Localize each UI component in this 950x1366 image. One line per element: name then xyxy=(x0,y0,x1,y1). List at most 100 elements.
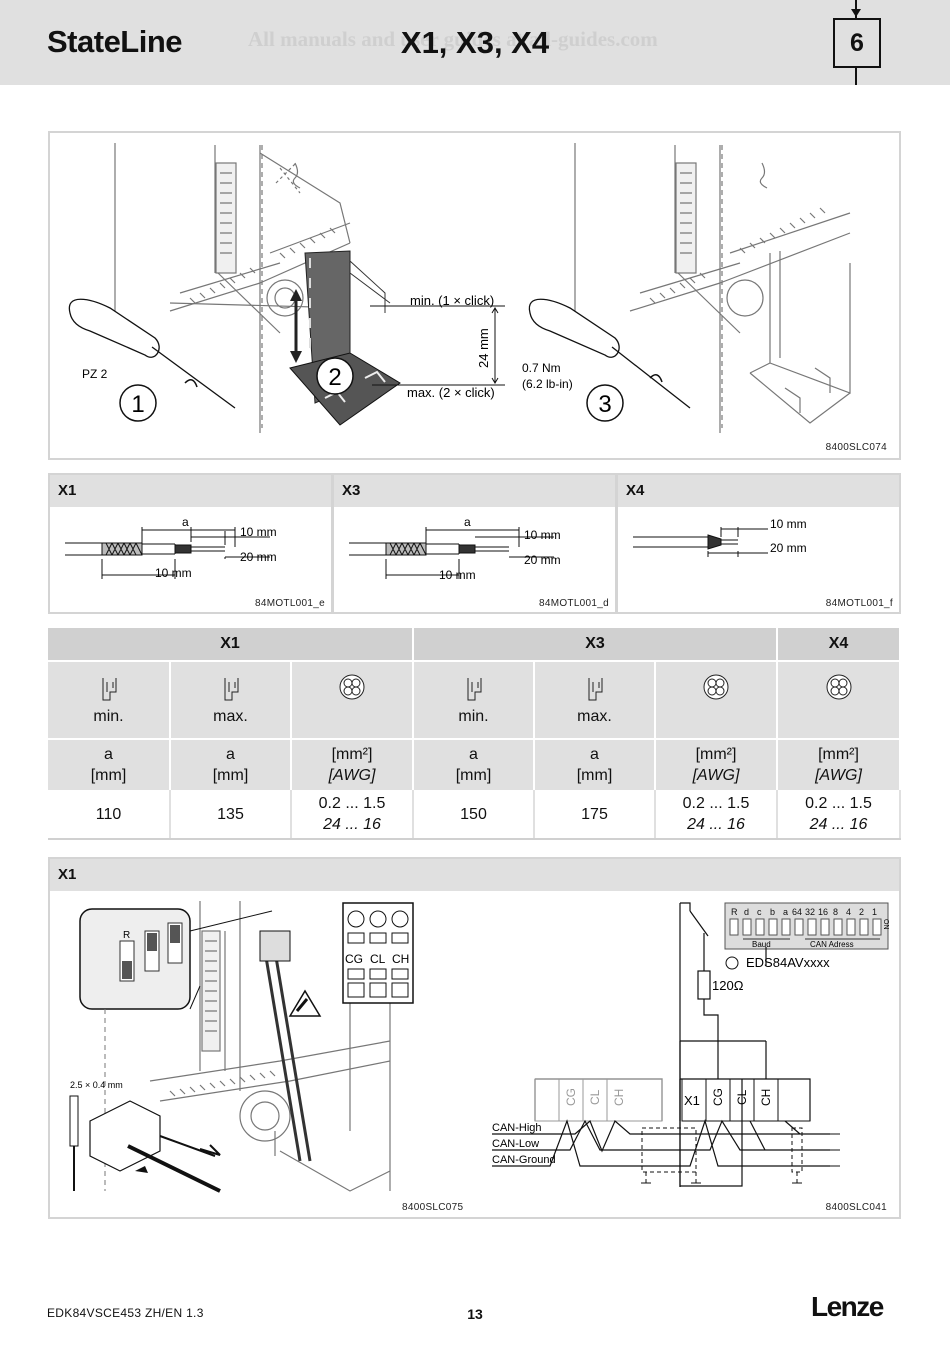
value-main: 150 xyxy=(460,805,487,823)
switch-label: 8 xyxy=(833,907,838,917)
icon-cell: min. xyxy=(48,660,171,739)
strip-x4-10mm: 10 mm xyxy=(770,517,807,531)
can-wiring-illustration: R CG CL CH 2.5 × 0.4 mm R d c b a xyxy=(69,901,889,1193)
page-header xyxy=(0,0,950,85)
step-2-marker xyxy=(316,357,354,395)
step-3-marker xyxy=(586,384,624,422)
value-main: 110 xyxy=(95,805,122,823)
arrow-down-icon xyxy=(851,9,861,17)
page-title: X1, X3, X4 xyxy=(400,25,550,60)
value-main: 0.2 ... 1.5 xyxy=(318,795,386,812)
lenze-mark-icon xyxy=(725,956,739,970)
chapter-line-bottom xyxy=(855,66,857,85)
strip-x1-20mm: 20 mm xyxy=(240,550,277,564)
can-address-label: CAN Adress xyxy=(810,940,854,949)
strip-x1-10mm-b: 10 mm xyxy=(155,566,192,580)
min-click-label: min. (1 × click) xyxy=(410,293,494,308)
cable-cross-section-icon xyxy=(826,674,852,700)
group-x4: X4 xyxy=(777,628,902,661)
unit-bottom: [AWG] xyxy=(815,767,862,784)
unit-cell: a [mm] xyxy=(48,738,171,790)
doc-id: EDK84VSCE453 ZH/EN 1.3 xyxy=(47,1306,204,1320)
unit-bottom: [AWG] xyxy=(328,767,376,784)
unit-top: a xyxy=(590,746,599,763)
value-cell: 0.2 ... 1.5 24 ... 16 xyxy=(291,790,414,840)
shield-mounting-illustration: min. (1 × click) max. (2 × click) 24 mm … xyxy=(68,143,851,433)
unit-cell: a [mm] xyxy=(534,738,656,790)
resistor-label: 120Ω xyxy=(712,978,744,993)
icon-label: min. xyxy=(458,708,489,725)
unit-bottom: [mm] xyxy=(90,767,127,784)
screwdriver-size: 2.5 × 0.4 mm xyxy=(70,1080,123,1090)
schematic-cl-prev: CL xyxy=(588,1089,602,1105)
unit-bottom: [mm] xyxy=(455,767,492,784)
value-cell: 135 xyxy=(170,790,292,840)
device-type-label: EDS84AVxxxx xyxy=(746,955,830,970)
value-awg: 24 ... 16 xyxy=(687,816,745,833)
strip-panel-x4: X4 10 mm 20 mm 84MOTL001_f xyxy=(616,473,901,614)
unit-cell: [mm²][AWG] xyxy=(291,738,414,790)
value-cell: 175 xyxy=(534,790,656,840)
value-awg: 24 ... 16 xyxy=(809,816,868,833)
unit-cell: a[mm] xyxy=(413,738,535,790)
strip-title-x3: X3 xyxy=(334,475,615,507)
chapter-number: 6 xyxy=(833,18,881,68)
x1-schematic-label: X1 xyxy=(684,1093,700,1108)
cable-strip-diagram-x4: 10 mm 20 mm xyxy=(633,517,807,557)
icon-label: max. xyxy=(213,708,248,725)
table-icon-row: min. max. min. max. xyxy=(48,660,902,739)
unit-cell: [mm²] [AWG] xyxy=(777,738,902,790)
can-ground-label: CAN-Ground xyxy=(492,1154,556,1166)
group-x1: X1 xyxy=(48,628,414,661)
unit-top: a xyxy=(104,746,113,763)
strip-x3-a: a xyxy=(464,515,471,529)
schematic-cg-prev: CG xyxy=(564,1088,578,1106)
unit-top: [mm²] xyxy=(695,746,737,763)
cable-strip-diagram-x3: a 10 mm 20 mm 10 mm xyxy=(349,515,561,582)
cable-strip-diagram-x1: a 10 mm 20 mm 10 mm xyxy=(65,515,277,580)
switch-label: d xyxy=(744,907,749,917)
switch-label: 64 xyxy=(792,907,802,917)
group-x3: X3 xyxy=(413,628,779,661)
torque-value: 0.7 Nm xyxy=(522,361,561,375)
wiring-spec-table: X1 X3 X4 min. max. min. max. xyxy=(48,628,902,840)
strip-panel-x3: X3 a 10 mm 20 mm 10 mm 84MOTL001_d xyxy=(332,473,617,614)
pz2-label: PZ 2 xyxy=(82,367,108,381)
step-1-marker xyxy=(119,384,157,422)
strip-code-x3: 84MOTL001_d xyxy=(538,598,609,609)
value-main: 135 xyxy=(217,805,244,823)
dimension-24mm: 24 mm xyxy=(476,328,491,368)
unit-top: a xyxy=(226,746,235,763)
icon-label: min. xyxy=(93,708,124,725)
switch-label: 16 xyxy=(818,907,828,917)
value-cell: 110 xyxy=(48,790,171,840)
unit-top: [mm²] xyxy=(818,746,859,763)
dip-switch-labels: R d c b a 64 32 16 8 4 2 1 xyxy=(731,907,877,917)
brand-title: StateLine xyxy=(47,24,183,59)
switch-label: 2 xyxy=(859,907,864,917)
switch-on-label: ON xyxy=(882,919,889,930)
switch-label: R xyxy=(731,907,738,917)
switch-label: 4 xyxy=(846,907,851,917)
step-3-label: 3 xyxy=(598,391,611,418)
max-click-label: max. (2 × click) xyxy=(407,385,495,400)
can-low-label: CAN-Low xyxy=(492,1138,539,1150)
unit-bottom: [mm] xyxy=(576,767,613,784)
unit-bottom: [mm] xyxy=(212,767,249,784)
value-main: 175 xyxy=(581,805,608,823)
unit-bottom: [AWG] xyxy=(692,767,740,784)
icon-cell xyxy=(777,660,902,739)
cable-cross-section-icon xyxy=(339,674,365,700)
strip-title-x4: X4 xyxy=(618,475,899,507)
schematic-cg: CG xyxy=(711,1088,725,1106)
watermark: All manuals and user guides at all-guide… xyxy=(248,27,658,51)
strip-x1-a: a xyxy=(182,515,189,529)
icon-cell: min. xyxy=(413,660,535,739)
unit-cell: [mm²] [AWG] xyxy=(655,738,779,790)
value-awg: 24 ... 16 xyxy=(323,816,381,833)
dip-r-label: R xyxy=(123,930,130,941)
strip-x3-10mm-b: 10 mm xyxy=(439,568,476,582)
